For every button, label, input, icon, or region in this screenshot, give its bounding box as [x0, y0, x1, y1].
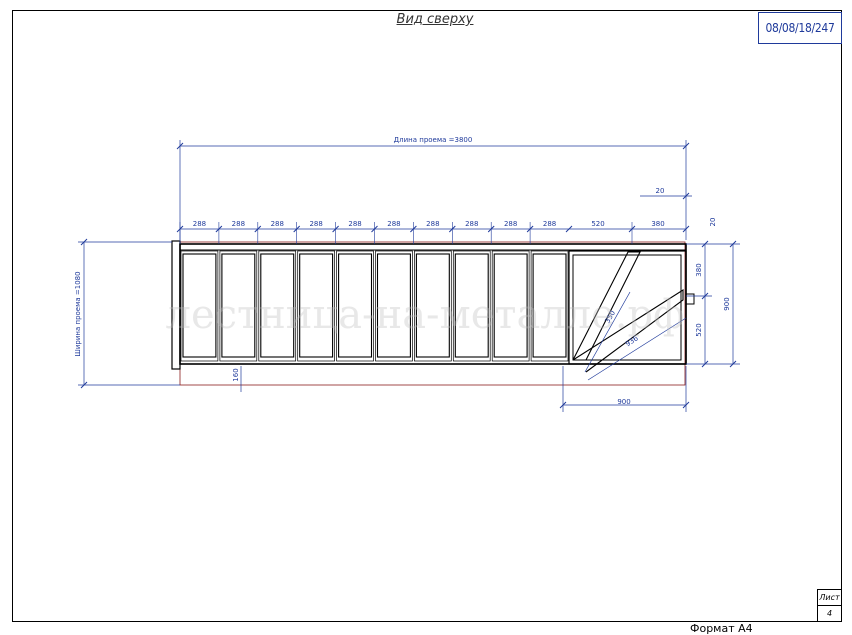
drawing-code: 08/08/18/247: [758, 12, 842, 44]
tick-mark: [80, 381, 88, 389]
sheet-label: Лист: [818, 590, 841, 606]
opening-width-label: Ширина проема =1080: [74, 271, 82, 356]
winder-frame: [568, 250, 687, 365]
bottom-small-label: 160: [232, 368, 240, 381]
opening-length-label: Длина проема =3800: [394, 136, 473, 144]
watermark: лестница-на-металле.рф: [166, 292, 685, 338]
tick-mark: [682, 142, 690, 150]
step-outline: [180, 250, 219, 362]
tick-mark: [682, 401, 690, 409]
tick-mark: [293, 225, 301, 233]
winder-stringer-1: [572, 251, 641, 361]
offset-top-label: 20: [656, 187, 665, 195]
post: [685, 293, 695, 305]
step-width-label: 288: [426, 220, 439, 228]
tick-mark: [729, 240, 737, 248]
step-width-label: 288: [232, 220, 245, 228]
view-title: Вид сверху: [396, 12, 474, 27]
winder-width-label: 520: [591, 220, 604, 228]
step-tread: [221, 253, 256, 358]
tick-mark: [701, 240, 709, 248]
step-width-label: 288: [271, 220, 284, 228]
tick-mark: [559, 401, 567, 409]
step-outline: [219, 250, 258, 362]
step-outline: [297, 250, 335, 362]
offset-side-label: 20: [709, 218, 717, 227]
step-outline: [452, 250, 491, 362]
step-outline: [336, 250, 374, 362]
step-labels: 288 288 288 288 288 288 288 288 288 288: [193, 220, 556, 228]
step-tread: [299, 253, 334, 358]
step-tread: [338, 253, 373, 358]
tick-mark: [410, 225, 417, 233]
tick-mark: [80, 238, 88, 246]
tick-mark: [526, 225, 534, 233]
sheet-number: 4: [826, 609, 833, 618]
dimension-lines: [78, 140, 740, 412]
step-outline: [530, 250, 569, 362]
format-label: Формат A4: [690, 622, 753, 635]
step-width-label: 288: [543, 220, 556, 228]
step-tread: [182, 253, 217, 358]
tick-mark: [448, 225, 456, 233]
winder-stringer-2: [572, 288, 684, 373]
tick-mark: [682, 192, 690, 200]
step-outline: [258, 250, 297, 362]
right-lower-label: 520: [695, 323, 703, 336]
landing-segment-label: 380: [651, 220, 664, 228]
tick-mark: [682, 225, 690, 233]
tick-marks: [80, 142, 737, 409]
step-outline: [491, 250, 530, 362]
tick-mark: [176, 225, 184, 233]
step-width-label: 288: [348, 220, 361, 228]
step-width-label: 288: [387, 220, 400, 228]
step-tread: [260, 253, 295, 358]
step-width-label: 288: [504, 220, 517, 228]
steps-group: [180, 250, 569, 362]
tick-mark: [701, 360, 709, 368]
step-tread: [415, 253, 450, 358]
step-tread: [454, 253, 489, 358]
right-total-label: 900: [723, 297, 731, 310]
step-tread: [532, 253, 567, 358]
tick-mark: [176, 142, 184, 150]
step-outline: [414, 250, 452, 362]
tick-mark: [565, 225, 573, 233]
step-width-label: 288: [465, 220, 478, 228]
step-width-label: 288: [309, 220, 322, 228]
tick-mark: [729, 360, 737, 368]
step-tread: [493, 253, 528, 358]
sheet-box: Лист 4: [817, 589, 842, 622]
tick-mark: [215, 225, 223, 233]
tick-mark: [332, 225, 339, 233]
tick-mark: [487, 225, 495, 233]
step-width-label: 288: [193, 220, 206, 228]
right-upper-label: 380: [695, 263, 703, 276]
step-tread: [376, 253, 411, 358]
bottom-total-label: 900: [617, 398, 630, 406]
tick-mark: [701, 292, 709, 300]
tick-mark: [254, 225, 262, 233]
drawing-frame: [12, 10, 842, 622]
tick-mark: [371, 225, 378, 233]
step-outline: [375, 250, 413, 362]
